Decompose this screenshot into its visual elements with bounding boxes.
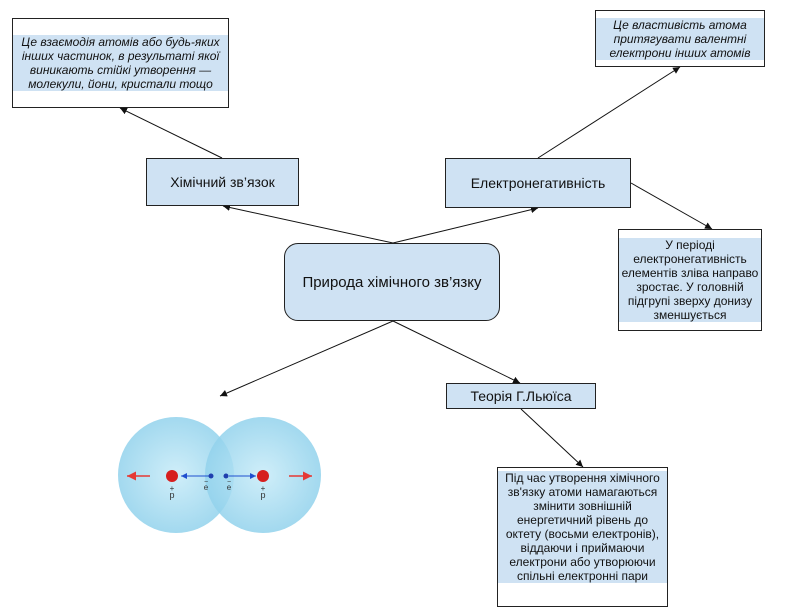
electronegativity-trend-text: У періоді електронегативність елементів …	[619, 238, 761, 322]
right-proton-label: p	[260, 490, 265, 500]
lewis-theory-node[interactable]: Теорія Г.Льюїса	[446, 383, 596, 409]
central-topic-label: Природа хімічного зв’язку	[302, 273, 482, 291]
chemical-bond-node[interactable]: Хімічний зв’язок	[146, 158, 299, 206]
left-proton-charge: +	[170, 484, 175, 493]
left-electron-charge: −	[204, 479, 208, 486]
lewis-description-text: Під час утворення хімічного зв'язку атом…	[498, 471, 667, 583]
electronegativity-label: Електронегативність	[470, 175, 606, 191]
electronegativity-node[interactable]: Електронегативність	[445, 158, 631, 208]
lewis-theory-label: Теорія Г.Льюїса	[470, 388, 572, 404]
left-proton-label: p	[169, 490, 174, 500]
central-topic-node[interactable]: Природа хімічного зв’язку	[284, 243, 500, 321]
left-electron-label: e	[204, 483, 209, 492]
arrow-center-to-lewis	[392, 320, 521, 384]
right-electron-label: e	[227, 483, 232, 492]
right-electron-charge: −	[227, 479, 231, 486]
lewis-description-note[interactable]: Під час утворення хімічного зв'язку атом…	[497, 467, 668, 607]
right-electron	[223, 473, 229, 479]
arrow-electronegativity-to-definition	[537, 66, 681, 159]
electronegativity-trend-note[interactable]: У періоді електронегативність елементів …	[618, 229, 762, 331]
arrow-lewis-to-description	[520, 408, 584, 468]
arrow-center-to-electronegativity	[392, 206, 539, 244]
right-proton	[257, 470, 269, 482]
electronegativity-definition-text: Це властивість атома притягувати валентн…	[596, 17, 764, 60]
arrow-electronegativity-to-trend	[630, 182, 713, 230]
right-proton-charge: +	[261, 484, 266, 493]
arrow-center-to-illustration	[219, 320, 394, 397]
atoms-illustration: + p + p − e − e	[118, 417, 321, 533]
chemical-bond-label: Хімічний зв’язок	[170, 174, 275, 190]
chemical-bond-definition-note[interactable]: Це взаємодія атомів або будь-яких інших …	[12, 18, 229, 108]
arrow-chemical-bond-to-definition	[119, 107, 223, 159]
chemical-bond-definition-text: Це взаємодія атомів або будь-яких інших …	[13, 35, 228, 91]
arrow-center-to-chemical-bond	[222, 204, 394, 244]
electronegativity-definition-note[interactable]: Це властивість атома притягувати валентн…	[595, 10, 765, 67]
left-proton	[166, 470, 178, 482]
left-electron	[208, 473, 214, 479]
